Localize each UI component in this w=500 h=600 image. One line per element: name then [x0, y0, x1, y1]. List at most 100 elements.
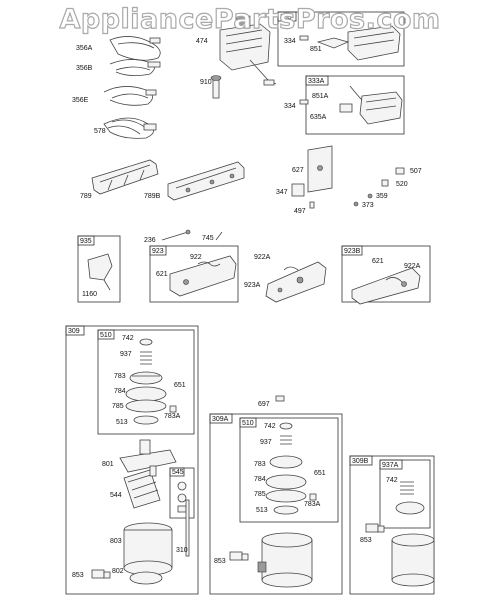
part-label-651: 651: [174, 382, 186, 389]
spring-745[interactable]: [215, 231, 223, 241]
part-label-802: 802: [112, 568, 124, 575]
clip-520[interactable]: [381, 179, 389, 187]
box-335-tab: [277, 11, 297, 22]
screw-373[interactable]: [353, 201, 359, 207]
screw-334-top[interactable]: [299, 35, 309, 41]
box-510A: [239, 417, 339, 523]
part-label-697: 697: [258, 401, 270, 408]
screw-497[interactable]: [309, 201, 315, 209]
ignition-module-333A[interactable]: [339, 85, 403, 125]
part-label-236: 236: [144, 237, 156, 244]
box-309B-tab: [349, 455, 373, 466]
part-label-742b: 742: [264, 423, 276, 430]
part-label-520: 520: [396, 181, 408, 188]
box-label-309: 309: [68, 328, 80, 335]
screw-910[interactable]: [210, 75, 222, 99]
drive-kit-937A[interactable]: [395, 481, 425, 515]
wire-harness-356E[interactable]: [103, 86, 157, 106]
part-label-851A: 851A: [312, 93, 329, 100]
box-label-545: 545: [172, 469, 184, 476]
box-label-335: 335: [280, 14, 292, 21]
part-label-544: 544: [110, 492, 122, 499]
part-label-851: 851: [310, 46, 322, 53]
bolt-310[interactable]: [185, 499, 190, 557]
bracket-789[interactable]: [91, 159, 159, 195]
ignition-module-335[interactable]: [316, 25, 401, 61]
part-label-922: 922: [190, 254, 202, 261]
part-label-513: 513: [116, 419, 128, 426]
governor-part-935[interactable]: [87, 253, 113, 291]
terminal-853[interactable]: [91, 569, 111, 579]
box-923: [149, 245, 239, 303]
box-309A-tab: [209, 413, 233, 424]
box-333A: [305, 75, 405, 135]
link-236[interactable]: [161, 229, 191, 241]
screw-334-mid[interactable]: [299, 99, 309, 105]
box-309B: [349, 455, 435, 595]
starter-motor-309A[interactable]: [257, 532, 313, 588]
part-label-742: 742: [122, 335, 134, 342]
part-label-922Ab: 922A: [404, 263, 421, 270]
part-label-742c: 742: [386, 477, 398, 484]
part-label-310: 310: [176, 547, 188, 554]
part-label-910: 910: [200, 79, 212, 86]
starter-motor-309B[interactable]: [391, 533, 435, 587]
part-label-783A: 783A: [164, 413, 181, 420]
box-335: [277, 11, 405, 67]
box-333A-tab: [305, 75, 329, 86]
armature-544[interactable]: [123, 465, 161, 509]
drive-kit-510[interactable]: [125, 338, 177, 425]
terminal-853b[interactable]: [229, 551, 249, 561]
box-935-tab: [77, 235, 95, 246]
brush-kit-545[interactable]: [177, 481, 187, 513]
part-label-635A: 635A: [310, 114, 327, 121]
part-label-853c: 853: [360, 537, 372, 544]
part-label-853: 853: [72, 572, 84, 579]
box-937A-tab: [379, 459, 403, 470]
box-label-309B: 309B: [352, 458, 369, 465]
box-510: [97, 329, 195, 435]
control-bracket-923[interactable]: [169, 255, 237, 297]
part-label-784: 784: [114, 388, 126, 395]
part-label-937: 937: [120, 351, 132, 358]
part-label-507: 507: [410, 168, 422, 175]
box-510A-tab: [239, 417, 257, 428]
wire-harness-356B[interactable]: [109, 59, 161, 76]
bracket-627[interactable]: [307, 145, 333, 193]
part-label-497: 497: [294, 208, 306, 215]
part-label-783b: 783: [254, 461, 266, 468]
part-label-334-top: 334: [284, 38, 296, 45]
watermark-text: AppliancePartsPros.com: [59, 4, 440, 35]
terminal-853c[interactable]: [365, 523, 385, 533]
box-label-510: 510: [100, 332, 112, 339]
part-label-853b: 853: [214, 558, 226, 565]
part-label-474: 474: [196, 38, 208, 45]
part-label-621b: 621: [372, 258, 384, 265]
terminal-507[interactable]: [395, 167, 405, 175]
end-cap-801[interactable]: [119, 439, 177, 473]
housing-803[interactable]: [123, 522, 173, 576]
bracket-789B[interactable]: [167, 161, 245, 201]
part-label-937b: 937: [260, 439, 272, 446]
part-label-356B: 356B: [76, 65, 93, 72]
part-label-373: 373: [362, 202, 374, 209]
wire-harness-356A[interactable]: [109, 36, 161, 61]
part-label-627: 627: [292, 167, 304, 174]
control-bracket-923B[interactable]: [351, 267, 421, 305]
part-label-359: 359: [376, 193, 388, 200]
ignition-armature-474[interactable]: [219, 15, 277, 86]
nut-359[interactable]: [367, 193, 373, 199]
box-label-923B: 923B: [344, 248, 361, 255]
box-label-333A: 333A: [308, 78, 325, 85]
part-label-1160: 1160: [82, 291, 97, 298]
box-309: [65, 325, 199, 595]
end-cap-802[interactable]: [129, 571, 163, 585]
wire-harness-578[interactable]: [103, 117, 157, 139]
screw-697[interactable]: [275, 395, 285, 402]
control-bracket-923A[interactable]: [265, 261, 327, 303]
box-label-309A: 309A: [212, 416, 229, 423]
switch-347[interactable]: [291, 183, 305, 197]
part-label-651b: 651: [314, 470, 326, 477]
drive-kit-510A[interactable]: [265, 422, 317, 515]
